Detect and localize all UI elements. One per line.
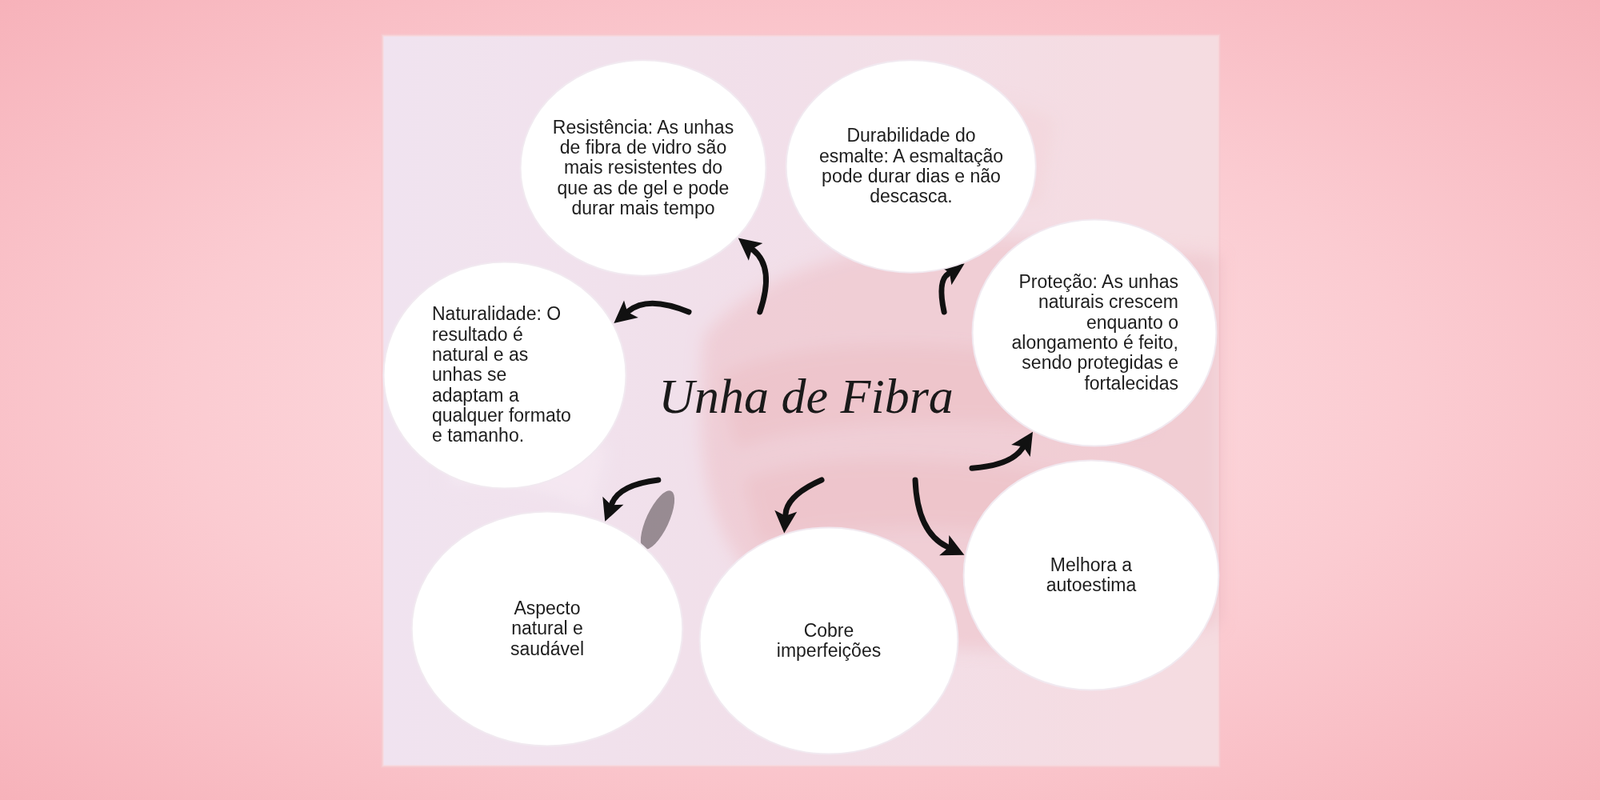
curved-arrow: [602, 480, 659, 522]
circle-fill: [520, 60, 767, 276]
circle-fill: [700, 527, 959, 754]
text-stack: Resistência: As unhas de fibra de vidro …: [547, 117, 740, 219]
arrow-line: [612, 480, 659, 504]
arrow-head: [1011, 432, 1033, 457]
benefit-text: Durabilidade do esmalte: A esmaltação po…: [812, 125, 1010, 207]
arrow-head: [939, 535, 964, 556]
benefit-text: Proteção: As unhas naturais crescem enqu…: [1010, 272, 1179, 394]
curved-arrow: [939, 263, 964, 312]
benefit-circle: Aspecto natural e saudável: [410, 510, 684, 748]
curved-arrow: [738, 237, 767, 312]
text-stack: Proteção: As unhas naturais crescem enqu…: [1010, 272, 1179, 394]
hub-label-area: Unha de Fibra: [640, 312, 972, 480]
arrow-head: [613, 300, 639, 324]
arrow-head: [738, 237, 764, 260]
photo-panel: [382, 35, 1220, 767]
benefit-circle: Resistência: As unhas de fibra de vidro …: [519, 59, 768, 277]
text-stack: Cobre imperfeições: [756, 620, 901, 662]
benefit-circle: Melhora a autoestima: [962, 459, 1220, 692]
arrow-line: [972, 448, 1023, 468]
benefit-text: Cobre imperfeições: [756, 620, 901, 662]
text-stack: Durabilidade do esmalte: A esmaltação po…: [812, 125, 1010, 207]
benefit-text: Resistência: As unhas de fibra de vidro …: [547, 117, 740, 219]
benefit-text: Naturalidade: O resultado é natural e as…: [432, 304, 578, 446]
photo-wash: [382, 35, 1220, 767]
benefit-text: Aspecto natural e saudável: [491, 598, 604, 660]
curved-arrow: [972, 432, 1033, 468]
arrow-head: [774, 510, 797, 534]
circle-fill: [786, 60, 1036, 272]
arrow-line: [752, 249, 766, 312]
circle-fill: [972, 219, 1217, 446]
benefit-circle: Proteção: As unhas naturais crescem enqu…: [971, 218, 1218, 448]
arrow-line: [941, 273, 948, 312]
arrow-line: [785, 480, 822, 515]
arrow-head: [602, 496, 624, 522]
text-stack: Naturalidade: O resultado é natural e as…: [432, 304, 578, 446]
benefit-circle: Durabilidade do esmalte: A esmaltação po…: [784, 59, 1037, 274]
text-stack: Unha de Fibra: [658, 368, 954, 424]
arrow-line: [628, 303, 689, 312]
text-stack: Aspecto natural e saudável: [491, 598, 604, 660]
curved-arrow: [915, 480, 964, 556]
benefit-circle: Cobre imperfeições: [698, 526, 960, 756]
text-stack: Melhora a autoestima: [1027, 555, 1156, 596]
arrow-line: [915, 480, 948, 547]
curved-arrow: [774, 480, 822, 534]
benefit-circle: Naturalidade: O resultado é natural e as…: [382, 260, 628, 490]
circle-fill: [412, 511, 684, 746]
curved-arrow: [613, 300, 689, 324]
circle-fill: [964, 460, 1220, 690]
circle-fill: [384, 261, 627, 488]
benefit-text: Melhora a autoestima: [1027, 555, 1156, 596]
center-title: Unha de Fibra: [658, 368, 954, 424]
